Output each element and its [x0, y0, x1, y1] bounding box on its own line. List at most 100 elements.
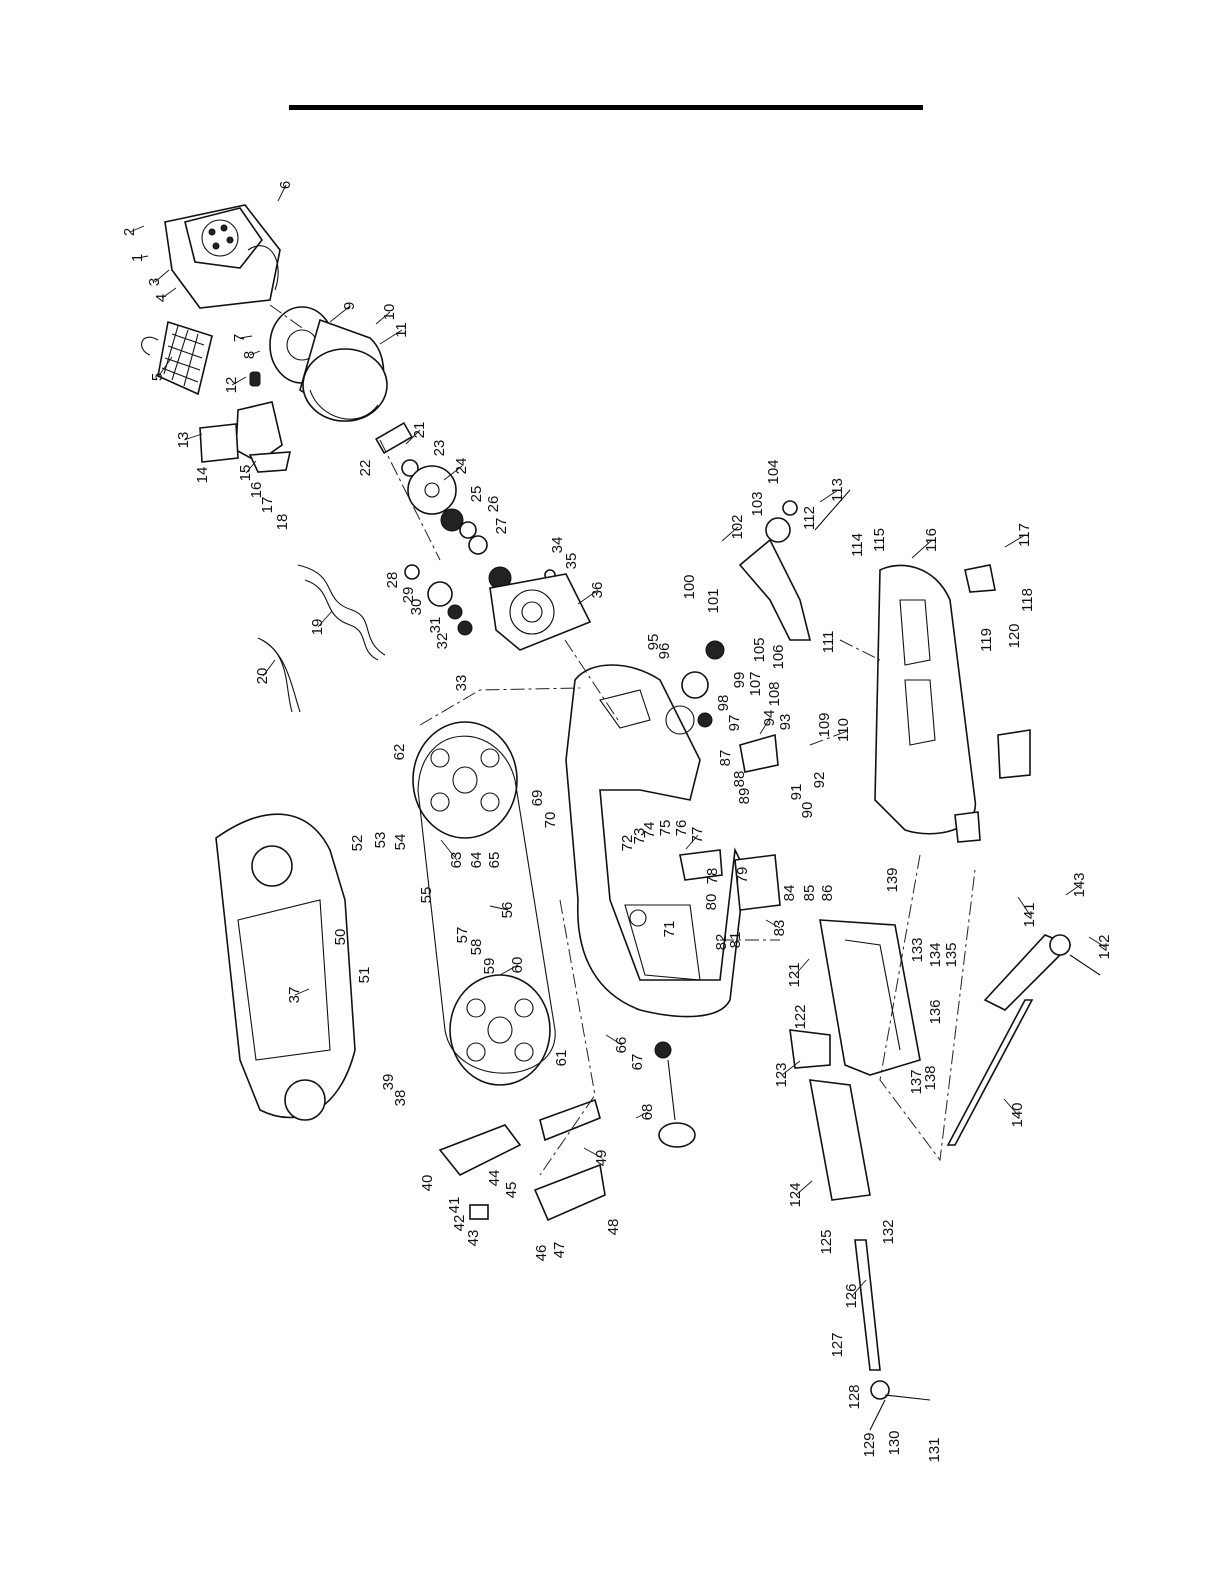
part-number-91: 91 — [788, 784, 805, 801]
part-number-85: 85 — [801, 885, 818, 902]
part-number-101: 101 — [705, 588, 722, 613]
part-number-112: 112 — [801, 506, 818, 530]
part-number-53: 53 — [372, 832, 389, 849]
callout-leader-36 — [577, 589, 599, 605]
callout-leader-9 — [329, 305, 351, 323]
part-number-120: 120 — [1006, 623, 1023, 648]
part-number-105: 105 — [751, 637, 768, 662]
part-number-67: 67 — [629, 1054, 646, 1071]
part-number-128: 128 — [846, 1384, 863, 1409]
part-number-64: 64 — [468, 852, 485, 869]
part-number-107: 107 — [747, 671, 764, 696]
callout-leader-8 — [249, 350, 261, 356]
assembly-lines — [269, 304, 976, 1176]
part-number-32: 32 — [434, 633, 451, 650]
part-number-61: 61 — [553, 1050, 570, 1067]
part-number-119: 119 — [978, 628, 995, 652]
part-number-3: 3 — [146, 278, 163, 286]
part-number-94: 94 — [761, 710, 778, 727]
callout-leader-5 — [157, 356, 173, 378]
part-number-140: 140 — [1009, 1102, 1026, 1127]
callout-leader-68 — [635, 1111, 649, 1119]
gear-train — [375, 421, 556, 636]
tension-knob — [654, 1041, 696, 1148]
part-number-12: 12 — [223, 377, 240, 394]
callout-leader-121 — [794, 958, 810, 976]
part-number-83: 83 — [771, 920, 788, 937]
part-number-87: 87 — [717, 750, 734, 767]
saw-frame — [565, 664, 746, 1018]
callout-leader-3 — [154, 269, 170, 283]
part-number-109: 109 — [816, 712, 833, 737]
part-number-39: 39 — [380, 1074, 397, 1091]
part-number-75: 75 — [657, 820, 674, 837]
callout-leader-49 — [583, 1147, 603, 1159]
guide-arm — [681, 489, 851, 728]
part-number-108: 108 — [766, 681, 783, 706]
part-number-74: 74 — [641, 822, 658, 839]
part-number-130: 130 — [886, 1430, 903, 1455]
vise-screw — [854, 1239, 931, 1431]
callout-leader-7 — [239, 335, 253, 339]
part-number-10: 10 — [381, 304, 398, 321]
part-number-86: 86 — [819, 885, 836, 902]
callout-leader-6 — [277, 184, 287, 202]
part-number-122: 122 — [792, 1004, 809, 1029]
part-number-142: 142 — [1096, 934, 1113, 959]
part-number-19: 19 — [309, 619, 326, 636]
lower-wheel — [449, 974, 551, 1086]
part-number-72: 72 — [619, 835, 636, 852]
vise-jaw — [789, 1029, 871, 1201]
part-number-40: 40 — [419, 1175, 436, 1192]
part-number-125: 125 — [818, 1229, 835, 1254]
saw-blade — [417, 735, 556, 1074]
part-number-62: 62 — [391, 744, 408, 761]
callout-leader-2 — [129, 225, 145, 233]
callout-leader-143 — [1065, 884, 1081, 896]
part-number-24: 24 — [453, 458, 470, 475]
part-number-80: 80 — [703, 894, 720, 911]
callout-leader-11 — [379, 329, 403, 345]
part-number-135: 135 — [943, 942, 960, 967]
part-number-49: 49 — [593, 1150, 610, 1167]
part-number-73: 73 — [631, 828, 648, 845]
part-number-7: 7 — [231, 334, 248, 342]
part-number-81: 81 — [727, 932, 744, 949]
part-number-127: 127 — [829, 1332, 846, 1357]
callout-leader-10 — [375, 311, 391, 325]
part-number-77: 77 — [689, 827, 706, 844]
lever-handle — [983, 934, 1101, 1011]
part-number-28: 28 — [384, 572, 401, 589]
part-number-117: 117 — [1016, 523, 1033, 547]
part-number-79: 79 — [734, 867, 751, 884]
part-number-121: 121 — [786, 962, 803, 987]
part-number-16: 16 — [248, 482, 265, 499]
part-number-76: 76 — [673, 820, 690, 837]
part-number-115: 115 — [871, 528, 888, 552]
gearbox-housing — [489, 573, 592, 651]
callout-leader-24 — [443, 465, 463, 481]
part-number-30: 30 — [408, 599, 425, 616]
part-number-1: 1 — [129, 254, 146, 262]
part-number-54: 54 — [392, 834, 409, 851]
part-number-118: 118 — [1019, 588, 1036, 612]
part-number-50: 50 — [332, 929, 349, 946]
callout-leader-19 — [317, 610, 333, 628]
callout-leader-124 — [795, 1180, 813, 1196]
callout-leader-142 — [1088, 936, 1106, 948]
part-number-110: 110 — [835, 718, 852, 742]
part-number-98: 98 — [715, 695, 732, 712]
part-number-25: 25 — [468, 486, 485, 503]
part-number-20: 20 — [254, 668, 271, 685]
part-number-22: 22 — [357, 460, 374, 477]
callout-leader-117 — [1004, 534, 1026, 548]
part-number-4: 4 — [153, 294, 170, 302]
blade-guard-cover — [215, 813, 356, 1121]
part-number-92: 92 — [811, 772, 828, 789]
motor-guard-grille — [141, 320, 213, 396]
part-number-44: 44 — [486, 1170, 503, 1187]
callout-leader-77 — [685, 834, 699, 850]
callout-leader-116 — [911, 539, 933, 559]
part-number-97: 97 — [726, 715, 743, 732]
